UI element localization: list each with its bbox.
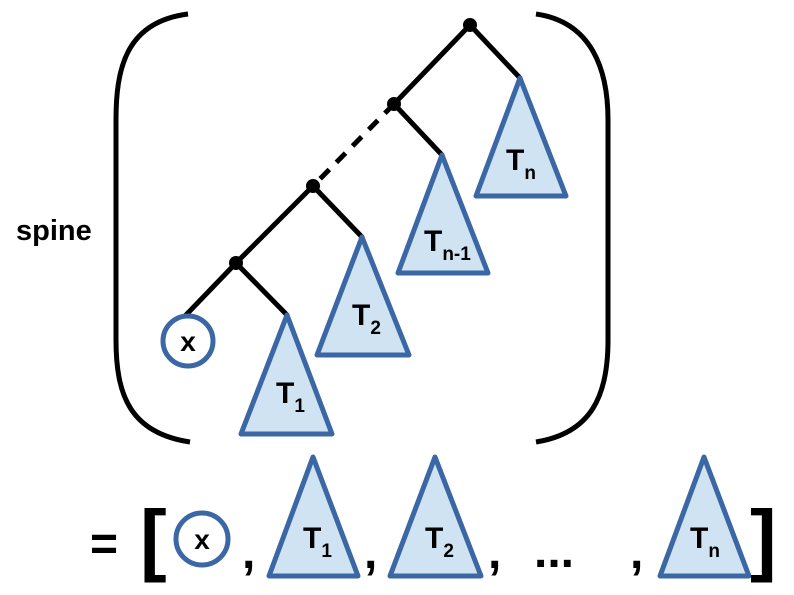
equals-sign: =: [90, 518, 118, 571]
equation-t2-label: T2: [425, 522, 454, 562]
equation-row: = [ x , T1 , T2 , ... , Tn ]: [90, 454, 777, 583]
subtree-tn-minus-1: Tn-1: [395, 152, 491, 276]
equation-t1-triangle: [266, 454, 361, 579]
spine-nodes: [229, 18, 477, 270]
separator-2: ,: [364, 526, 377, 579]
subtree-t1-triangle: [238, 312, 335, 437]
equation-tn-label: Tn: [690, 522, 720, 562]
edge-node3-to-node4: [233, 183, 316, 266]
equation-tn-triangle: [657, 454, 752, 579]
subtree-tn-label: Tn: [506, 144, 536, 184]
leaf-circle: [160, 313, 216, 369]
separator-4: ,: [630, 526, 643, 579]
separator-1: ,: [242, 526, 255, 579]
subtree-t2-triangle: [314, 234, 412, 358]
right-parenthesis: [535, 11, 611, 445]
ellipsis: ...: [534, 525, 574, 578]
separator-3: ,: [488, 526, 501, 579]
spine-label: spine: [16, 215, 92, 247]
subtree-t2: T2: [314, 234, 412, 358]
equation-leaf-circle: [173, 510, 231, 568]
edge-root-to-tn: [467, 22, 523, 81]
open-bracket: [: [140, 494, 167, 583]
edge-node2-to-node3-dashed: [311, 102, 396, 188]
edge-node4-to-leaf: [182, 260, 239, 319]
subtree-t1-label: T1: [276, 377, 305, 417]
spine-node-root: [463, 18, 477, 32]
subtree-tn-triangle: [473, 75, 569, 199]
edge-node2-to-tn1: [391, 101, 445, 158]
leaf-label: x: [180, 326, 196, 357]
subtree-t2-label: T2: [352, 299, 381, 339]
spine-node-4: [229, 256, 243, 270]
spine-edges: [182, 22, 523, 319]
equation-t2-triangle: [387, 454, 484, 579]
subtree-t1: T1: [238, 312, 335, 437]
leaf-node-x: x: [160, 313, 216, 369]
close-bracket: ]: [750, 494, 777, 583]
subtree-tn-minus-1-label: Tn-1: [424, 225, 471, 265]
subtree-tn-minus-1-triangle: [395, 152, 491, 276]
left-parenthesis: [113, 11, 191, 445]
edge-root-to-node2: [391, 22, 473, 107]
subtree-tn: Tn: [473, 75, 569, 199]
edge-node3-to-t2: [310, 183, 365, 240]
edge-node4-to-t1: [233, 260, 290, 318]
equation-t1-label: T1: [303, 522, 332, 562]
spine-node-2: [387, 97, 401, 111]
spine-node-3: [306, 179, 320, 193]
equation-leaf-label: x: [194, 524, 210, 555]
